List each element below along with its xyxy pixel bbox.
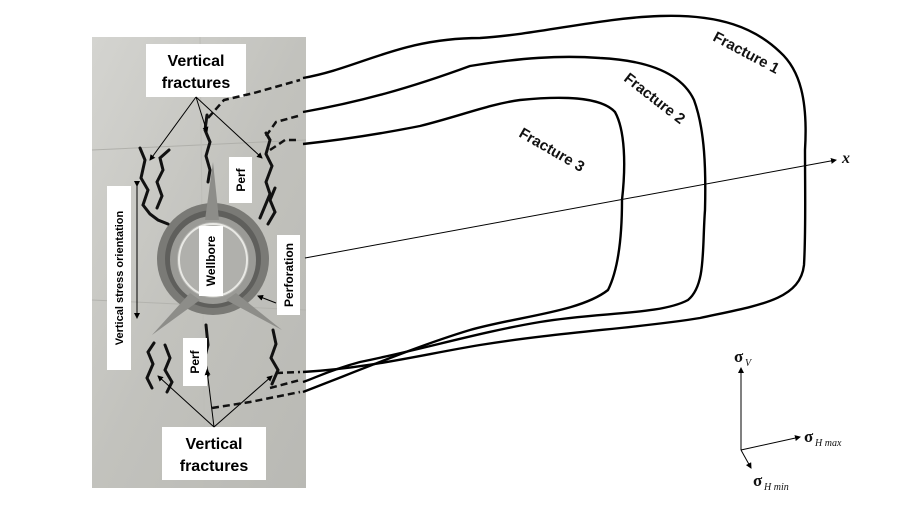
sigma-hmax-symbol: σ bbox=[804, 427, 814, 446]
label-perf-top: Perf bbox=[229, 157, 252, 203]
vertical-fractures-top-line2: fractures bbox=[162, 75, 231, 92]
fracture-wings bbox=[302, 14, 807, 394]
sigma-v-subscript: V bbox=[745, 358, 753, 369]
wellbore-text: Wellbore bbox=[204, 235, 218, 286]
perf-top-text: Perf bbox=[234, 167, 248, 191]
fracture-2-label: Fracture 2 bbox=[621, 70, 689, 128]
wellbore-photo-panel: Vertical fractures Vertical fractures Pe… bbox=[91, 36, 307, 489]
sigma-hmax-subscript: H max bbox=[814, 438, 842, 449]
fracture-2-outline bbox=[302, 55, 707, 384]
fracture-connectors bbox=[207, 78, 301, 410]
perforation-wedges bbox=[152, 162, 282, 335]
label-perf-bottom: Perf bbox=[183, 338, 207, 386]
label-vertical-fractures-top: Vertical fractures bbox=[146, 44, 246, 97]
vertical-stress-orientation-text: Vertical stress orientation bbox=[114, 210, 126, 345]
fracture-3-outline bbox=[302, 96, 626, 394]
vertical-fractures-bottom-line1: Vertical bbox=[186, 436, 243, 453]
fracture-1-label: Fracture 1 bbox=[710, 29, 782, 78]
sigma-v-symbol: σ bbox=[734, 347, 744, 366]
perforation-text: Perforation bbox=[282, 243, 296, 307]
label-vertical-stress-orientation: Vertical stress orientation bbox=[107, 186, 131, 370]
fracture-3-label: Fracture 3 bbox=[516, 125, 587, 176]
perf-bottom-text: Perf bbox=[188, 349, 202, 373]
label-vertical-fractures-bottom: Vertical fractures bbox=[162, 427, 266, 480]
label-wellbore: Wellbore bbox=[199, 226, 223, 296]
vertical-fractures-bottom-line2: fractures bbox=[180, 458, 249, 475]
x-axis-label: x bbox=[841, 150, 850, 167]
fracture-1-outline bbox=[302, 14, 807, 374]
sigma-hmin-symbol: σ bbox=[753, 471, 763, 490]
label-perforation: Perforation bbox=[277, 235, 300, 315]
x-axis: x bbox=[304, 150, 850, 259]
pointer-lines bbox=[149, 96, 277, 428]
sigma-hmin-subscript: H min bbox=[763, 482, 789, 493]
vertical-fractures-top-line1: Vertical bbox=[168, 53, 225, 70]
stress-axes: σ V σ H max σ H min bbox=[734, 347, 842, 493]
